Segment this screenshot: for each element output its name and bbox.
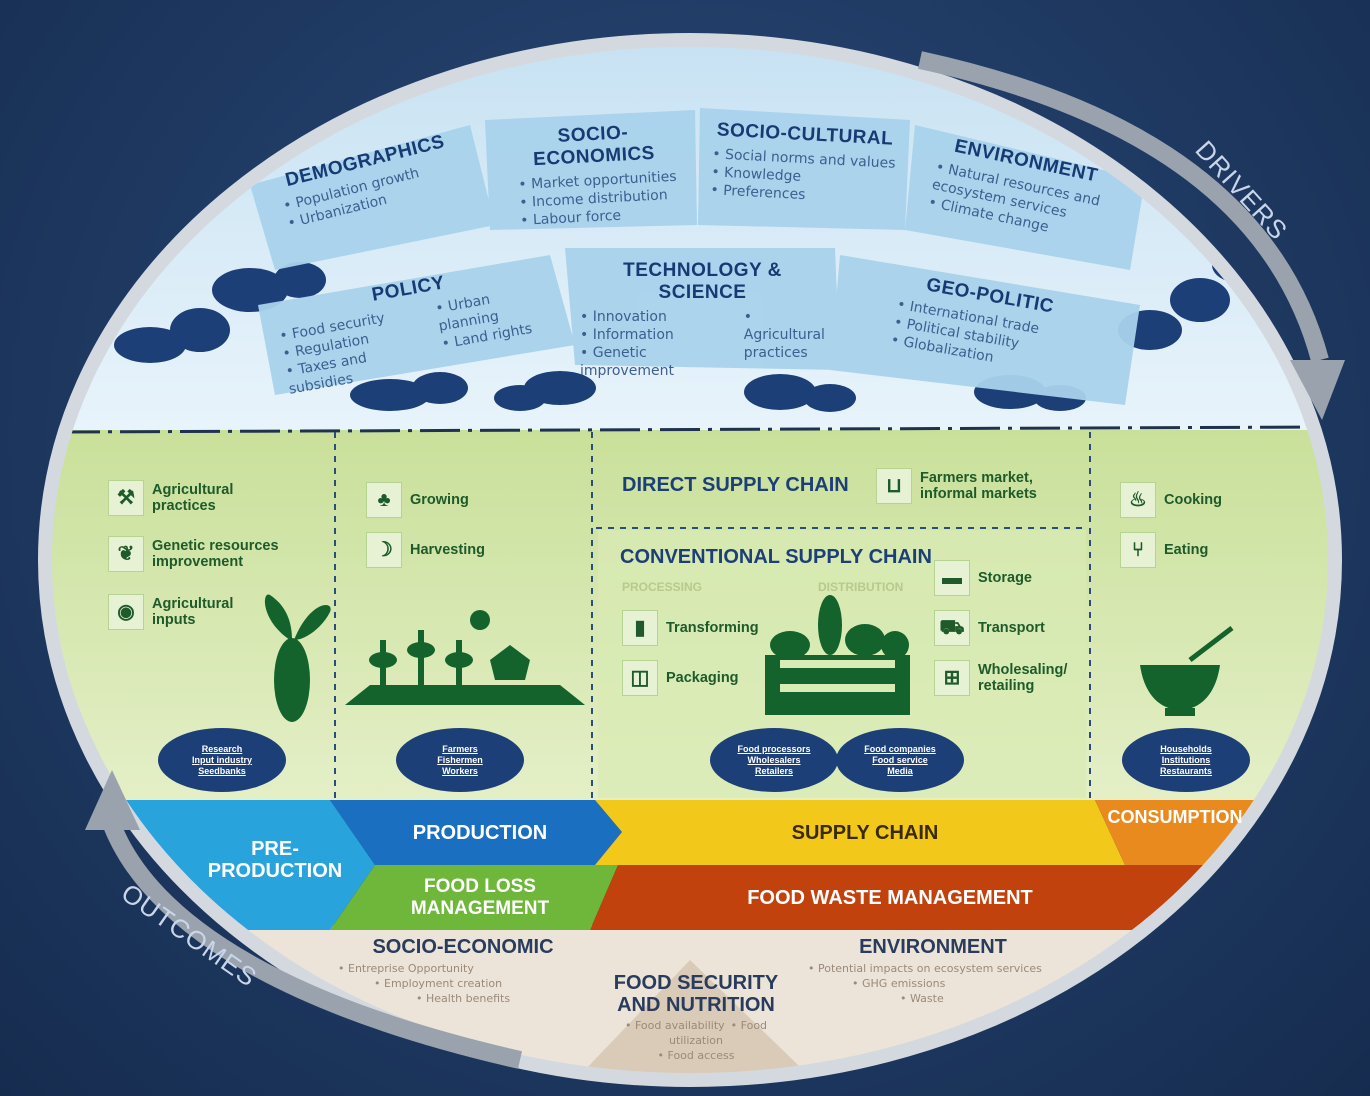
driver-item: Information: [580, 326, 726, 344]
band-label-food-loss: FOOD LOSS MANAGEMENT: [410, 876, 550, 919]
outcome-title: FOOD SECURITY AND NUTRITION: [613, 972, 779, 1016]
horizon-line: [59, 425, 1331, 434]
truck-icon: ⛟: [934, 610, 970, 646]
bottle-icon: ◫: [622, 660, 658, 696]
consumption-item: ♨Cooking: [1120, 482, 1250, 518]
pre-production-item: ◉Agricultural inputs: [108, 594, 258, 630]
production-item: ♣Growing: [366, 482, 506, 518]
outcome-title: ENVIRONMENT: [859, 936, 1007, 958]
driver-socio-cultural: SOCIO-CULTURAL Social norms and valuesKn…: [704, 119, 903, 209]
sprout-icon: ♣: [366, 482, 402, 518]
bowl-illustration: [1140, 626, 1234, 716]
band-label-food-waste: FOOD WASTE MANAGEMENT: [747, 887, 1033, 909]
driver-title: SOCIO-ECONOMICS: [532, 122, 656, 171]
band-production: [330, 800, 622, 865]
band-supply-chain: [595, 800, 1125, 865]
band-label-pre-production: PRE-PRODUCTION: [207, 838, 343, 882]
seed-icon: ◉: [108, 594, 144, 630]
warehouse-icon: ▬: [934, 560, 970, 596]
direct-supply-item: ⊔Farmers market, informal markets: [876, 468, 1056, 504]
cutlery-icon: ⑂: [1120, 532, 1156, 568]
outcome-item: Entreprise Opportunity: [338, 961, 588, 976]
tools-icon: ⚒: [108, 480, 144, 516]
outcome-item: Food access: [606, 1048, 786, 1063]
conventional-supply-chain-title: CONVENTIONAL SUPPLY CHAIN: [620, 546, 932, 568]
driver-item: Agricultural practices: [744, 308, 825, 362]
driver-socio-economics: SOCIO-ECONOMICS Market opportunitiesInco…: [497, 119, 692, 231]
outer-ring: [38, 33, 1342, 1087]
outcome-environment: ENVIRONMENT Potential impacts on ecosyst…: [808, 936, 1058, 1006]
band-label-production: PRODUCTION: [412, 822, 548, 844]
processing-label: PROCESSING: [622, 580, 703, 594]
distribution-label: DISTRIBUTION: [818, 580, 904, 594]
band-label-supply-chain: SUPPLY CHAIN: [791, 822, 939, 844]
drivers-arrow-head: [1290, 360, 1345, 420]
consumption-item: ⑂Eating: [1120, 532, 1250, 568]
band-label-consumption: CONSUMPTION: [1107, 807, 1243, 827]
outcome-item: Health benefits: [338, 991, 588, 1006]
basket-icon: ⊔: [876, 468, 912, 504]
production-item: ☽Harvesting: [366, 532, 506, 568]
outcomes-arrow-head: [85, 770, 140, 830]
direct-supply-chain-title: DIRECT SUPPLY CHAIN: [622, 474, 849, 496]
drivers-arrow-shaft: [918, 51, 1329, 363]
supply-item: ⊞Wholesaling/ retailing: [934, 660, 1079, 696]
outcome-food-security: FOOD SECURITY AND NUTRITION Food availab…: [606, 972, 786, 1063]
outcome-title: SOCIO-ECONOMIC: [372, 936, 554, 958]
driver-title: TECHNOLOGY & SCIENCE: [623, 260, 782, 303]
pre-production-item: ❦Genetic resources improvement: [108, 536, 308, 572]
plant-illustration: [264, 594, 331, 722]
outcomes-arrow-shaft: [101, 816, 522, 1069]
outcome-item: Potential impacts on ecosystem services: [808, 961, 1058, 976]
supply-item: ▬Storage: [934, 560, 1074, 596]
pre-production-item: ⚒Agricultural practices: [108, 480, 298, 516]
outcome-item: Employment creation: [338, 976, 588, 991]
supply-item: ◫Packaging: [622, 660, 772, 696]
driver-technology-science: TECHNOLOGY & SCIENCE InnovationInformati…: [580, 260, 825, 380]
band-food-loss: [330, 865, 618, 930]
supply-item: ⛟Transport: [934, 610, 1074, 646]
outcome-item: Waste: [808, 991, 1058, 1006]
sickle-icon: ☽: [366, 532, 402, 568]
driver-item: Genetic improvement: [580, 344, 726, 380]
outcome-item: Food availability: [625, 1019, 725, 1032]
outcome-socio-economic: SOCIO-ECONOMIC Entreprise OpportunityEmp…: [338, 936, 588, 1006]
vegetable-crate-illustration: [765, 595, 910, 715]
pot-icon: ♨: [1120, 482, 1156, 518]
outcome-item: GHG emissions: [808, 976, 1058, 991]
cart-icon: ⊞: [934, 660, 970, 696]
crops-illustration: [345, 610, 585, 705]
driver-item: Innovation: [580, 308, 726, 326]
tree-icon: ❦: [108, 536, 144, 572]
supply-item: ▮Transforming: [622, 610, 772, 646]
stage-dividers: [334, 432, 1091, 800]
can-icon: ▮: [622, 610, 658, 646]
